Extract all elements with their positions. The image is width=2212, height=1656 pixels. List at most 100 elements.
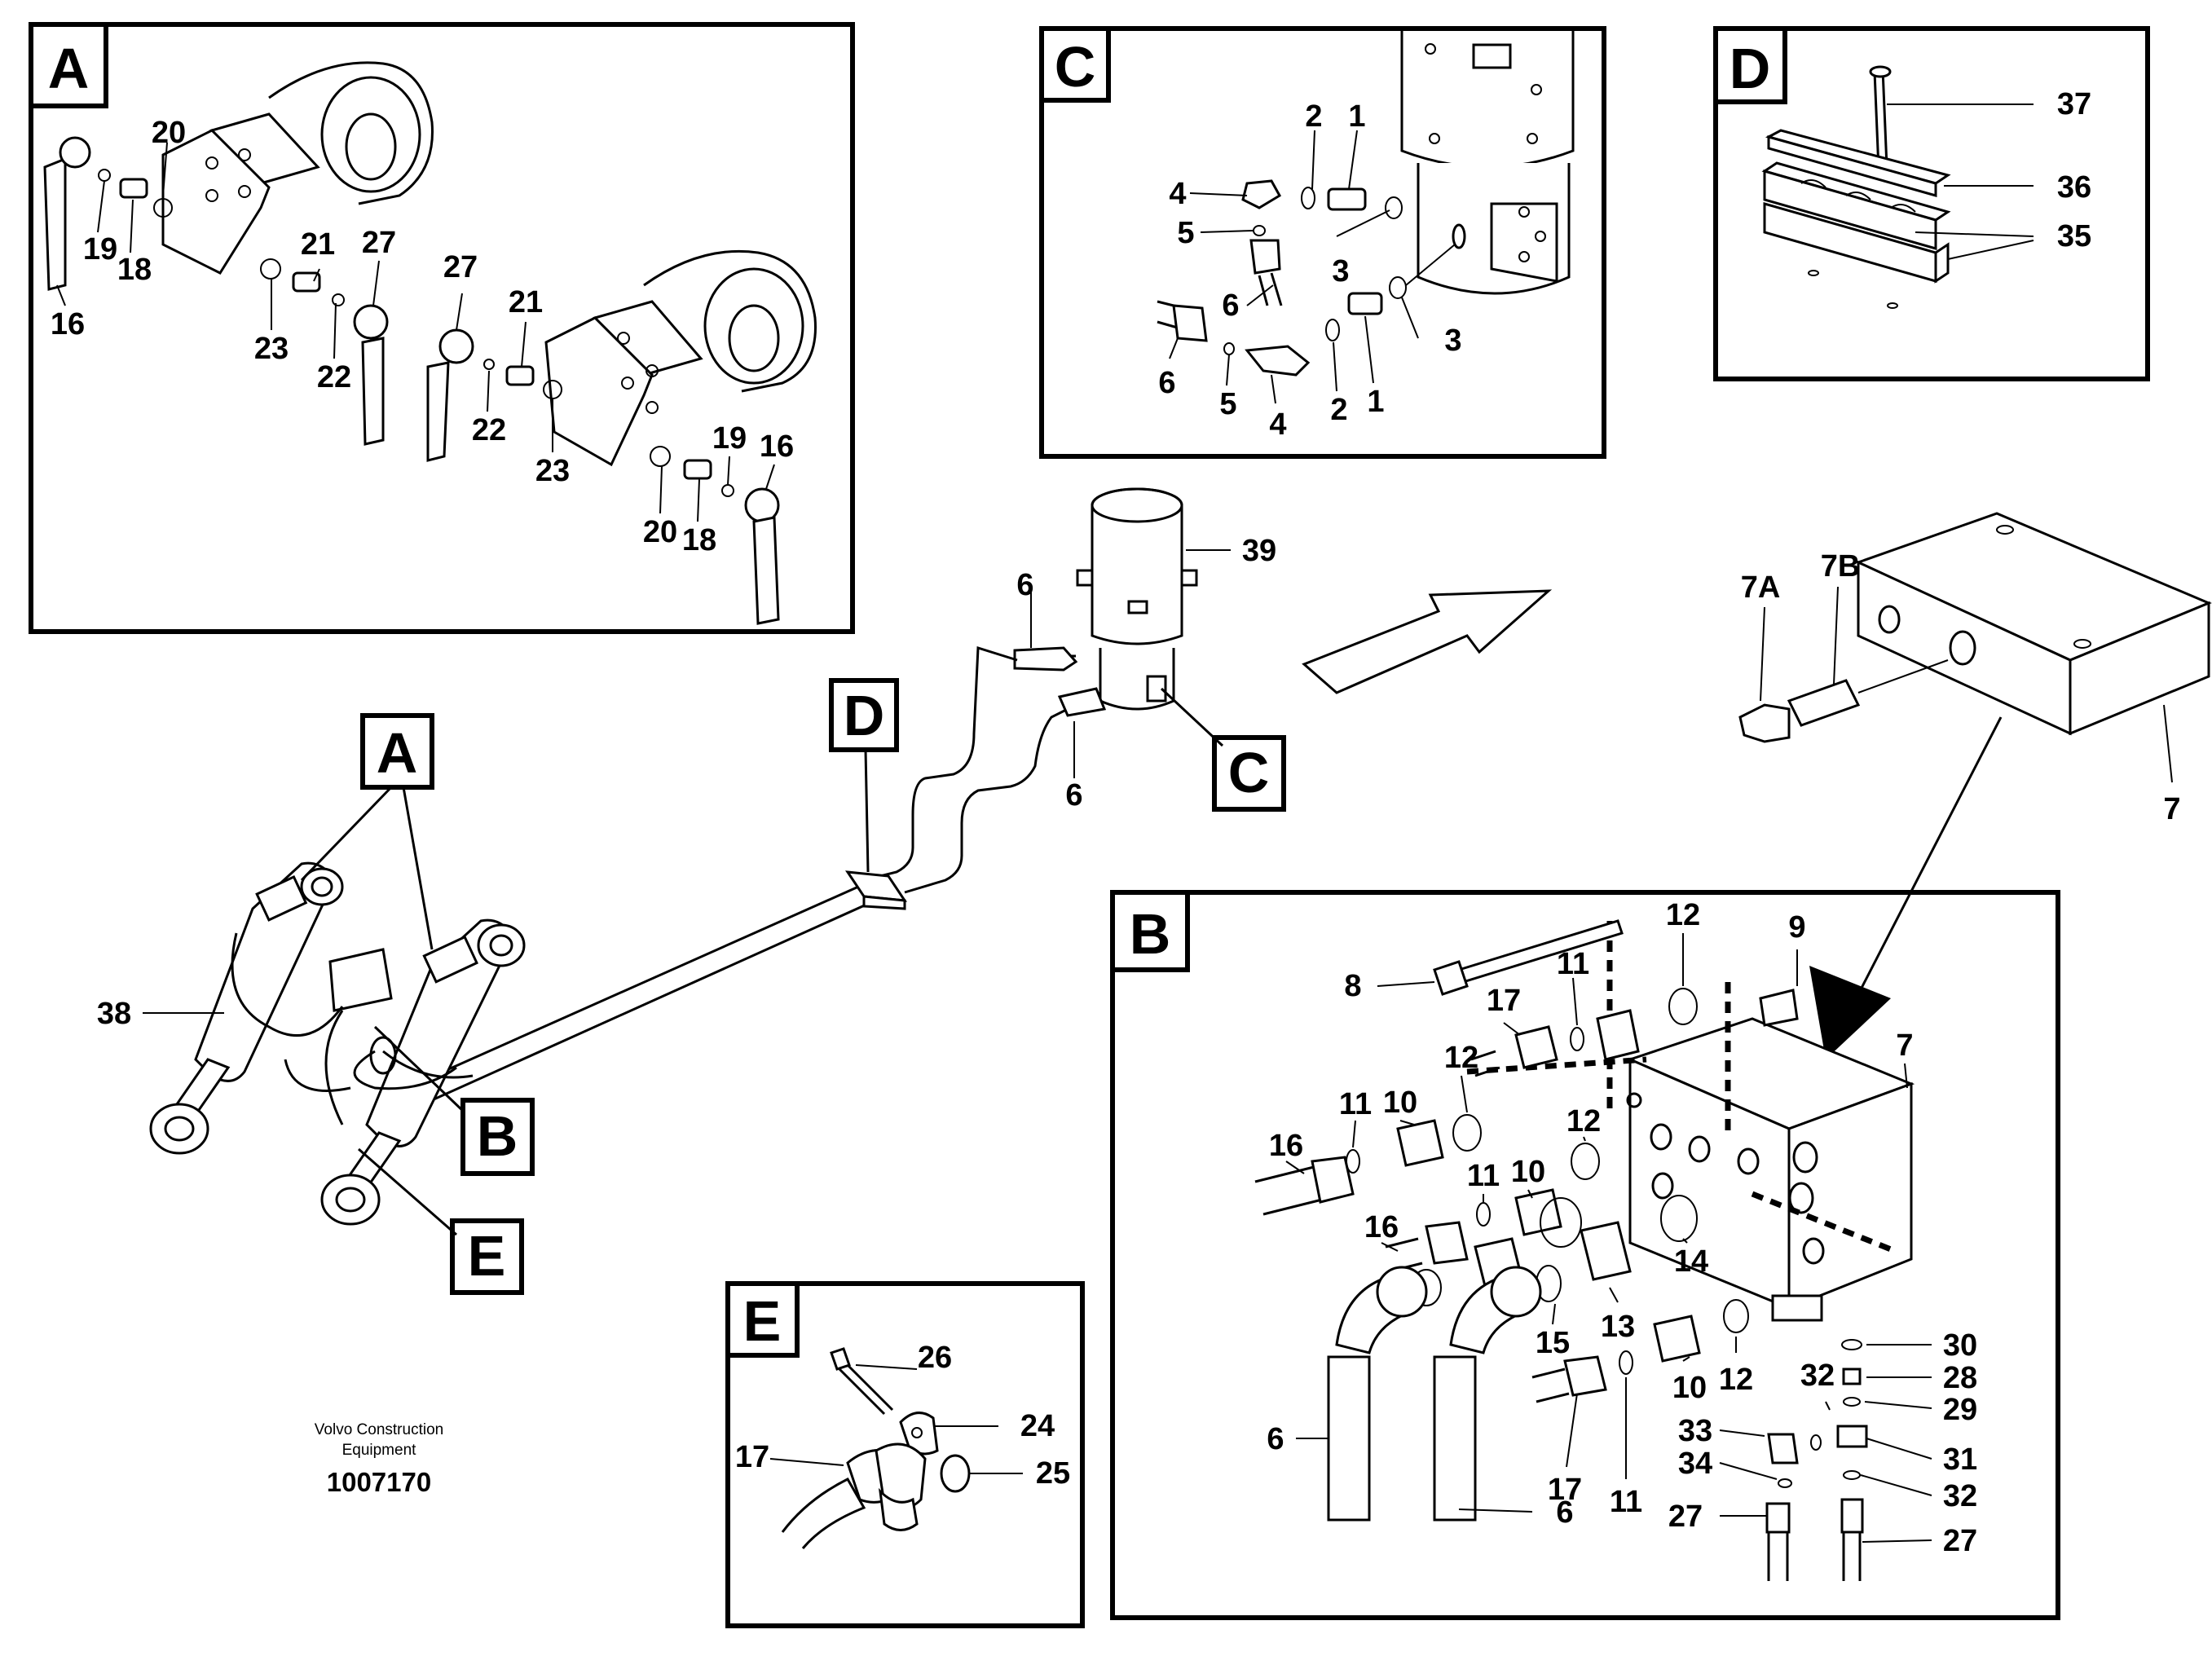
direction-arrow bbox=[1302, 589, 1553, 694]
panel-a-label: A bbox=[48, 37, 90, 100]
callout: 29 bbox=[1943, 1393, 1977, 1427]
callout: 3 bbox=[1444, 324, 1461, 358]
callout: 38 bbox=[97, 997, 131, 1031]
overview-assembly: 39 6 6 bbox=[97, 487, 2212, 1295]
overview-ref-d: D bbox=[844, 684, 885, 747]
callout: 31 bbox=[1943, 1442, 1977, 1477]
callout: 27 bbox=[362, 226, 396, 260]
callout: 23 bbox=[535, 454, 570, 488]
caption-line-1: Volvo Construction bbox=[315, 1421, 443, 1438]
callout: 11 bbox=[1467, 1159, 1500, 1193]
callout: 34 bbox=[1678, 1447, 1712, 1481]
callout: 12 bbox=[1566, 1104, 1601, 1138]
callout: 22 bbox=[317, 360, 351, 394]
overview-ref-a: A bbox=[377, 721, 418, 785]
callout: 7A bbox=[1741, 570, 1781, 605]
callout: 35 bbox=[2057, 219, 2091, 253]
callout: 37 bbox=[2057, 87, 2091, 121]
callout: 6 bbox=[1267, 1422, 1284, 1456]
callout: 1 bbox=[1348, 99, 1365, 134]
callout: 33 bbox=[1678, 1414, 1712, 1448]
callout: 6 bbox=[1065, 778, 1082, 813]
caption-figure-number: 1007170 bbox=[327, 1467, 431, 1497]
callout: 6 bbox=[1556, 1495, 1573, 1530]
callout: 18 bbox=[117, 253, 152, 287]
callout: 2 bbox=[1330, 393, 1347, 427]
callout: 10 bbox=[1511, 1155, 1545, 1189]
overview-ref-e: E bbox=[468, 1224, 506, 1288]
callout: 27 bbox=[1668, 1500, 1703, 1534]
callout: 32 bbox=[1800, 1359, 1835, 1393]
callout: 21 bbox=[509, 285, 543, 319]
callout: 10 bbox=[1672, 1371, 1707, 1405]
callout: 6 bbox=[1158, 366, 1175, 400]
callout: 21 bbox=[301, 227, 335, 262]
callout: 7 bbox=[1896, 1028, 1913, 1063]
callout: 28 bbox=[1943, 1361, 1977, 1395]
cylinder-eye-lower bbox=[544, 249, 817, 467]
callout: 25 bbox=[1036, 1456, 1070, 1491]
split-flange-assembly bbox=[781, 1347, 971, 1549]
callout: 27 bbox=[1943, 1524, 1977, 1558]
callout: 12 bbox=[1719, 1363, 1753, 1397]
callout: 4 bbox=[1169, 177, 1186, 211]
overview-ref-b: B bbox=[477, 1104, 518, 1168]
callout: 20 bbox=[152, 116, 186, 150]
callout: 36 bbox=[2057, 170, 2091, 205]
callout: 30 bbox=[1943, 1328, 1977, 1363]
callout: 12 bbox=[1666, 898, 1700, 932]
callout: 6 bbox=[1016, 568, 1033, 602]
callout: 1 bbox=[1367, 385, 1384, 419]
callout: 18 bbox=[682, 523, 716, 557]
callout: 13 bbox=[1601, 1310, 1635, 1344]
callout: 11 bbox=[1610, 1485, 1642, 1519]
callout: 32 bbox=[1943, 1479, 1977, 1513]
cylinder-eye-upper bbox=[161, 61, 434, 275]
callout: 26 bbox=[918, 1341, 952, 1375]
callout: 17 bbox=[735, 1440, 769, 1474]
callout: 11 bbox=[1557, 947, 1589, 981]
callout: 5 bbox=[1219, 387, 1236, 421]
swivel-unit bbox=[1076, 487, 1198, 711]
panel-e-label: E bbox=[743, 1289, 782, 1353]
caption-line-2: Equipment bbox=[342, 1442, 417, 1459]
valve-block-7 bbox=[1855, 512, 2212, 736]
callout: 14 bbox=[1674, 1244, 1708, 1279]
detail-panel-d: D 37 36 35 bbox=[1713, 26, 2150, 381]
callout: 17 bbox=[1487, 984, 1521, 1018]
callout: 19 bbox=[83, 232, 117, 266]
callout: 16 bbox=[760, 429, 794, 464]
callout: 3 bbox=[1332, 254, 1349, 288]
callout: 24 bbox=[1020, 1409, 1055, 1443]
callout: 15 bbox=[1536, 1326, 1570, 1360]
callout: 16 bbox=[1364, 1210, 1399, 1244]
callout: 10 bbox=[1383, 1086, 1417, 1120]
publisher-caption: Volvo Construction Equipment 1007170 bbox=[315, 1421, 443, 1497]
callout: 22 bbox=[472, 413, 506, 447]
detail-panel-e: E 26 24 17 25 bbox=[725, 1281, 1085, 1628]
callout: 8 bbox=[1344, 969, 1361, 1003]
detail-panel-a: A bbox=[29, 22, 855, 634]
callout: 5 bbox=[1177, 216, 1194, 250]
panel-b-label: B bbox=[1130, 902, 1171, 966]
hydraulic-cylinder-left bbox=[149, 861, 344, 1155]
callout: 9 bbox=[1788, 910, 1805, 945]
clamp-assembly bbox=[1761, 65, 1951, 309]
hydraulic-cylinder-right bbox=[320, 918, 526, 1226]
detail-panel-b: B bbox=[1110, 890, 2060, 1620]
callout: 16 bbox=[1269, 1129, 1303, 1163]
callout: 27 bbox=[443, 250, 478, 284]
callout: 39 bbox=[1242, 534, 1276, 568]
callout: 7B bbox=[1821, 549, 1861, 584]
callout: 7 bbox=[2163, 792, 2180, 826]
swivel-body bbox=[1400, 31, 1575, 295]
callout: 20 bbox=[643, 515, 677, 549]
callout: 23 bbox=[254, 332, 289, 366]
callout: 6 bbox=[1222, 288, 1239, 323]
callout: 4 bbox=[1269, 407, 1286, 442]
callout: 19 bbox=[712, 421, 747, 456]
callout: 2 bbox=[1305, 99, 1322, 134]
panel-c-label: C bbox=[1055, 35, 1096, 99]
callout: 11 bbox=[1339, 1087, 1372, 1121]
